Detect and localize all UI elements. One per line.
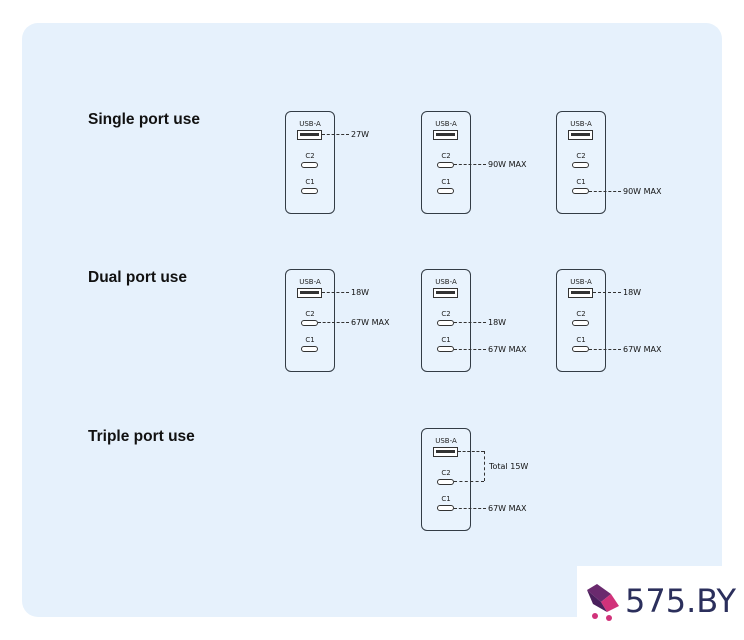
usba-port — [433, 288, 458, 298]
c1-label: C1 — [576, 336, 586, 344]
bracket-top — [458, 451, 484, 452]
leader-line — [318, 322, 349, 323]
brand-logo: 575.BY — [577, 566, 744, 640]
c2-label: C2 — [441, 310, 451, 318]
c2-label: C2 — [441, 152, 451, 160]
charger-single-2: USB-A C2 C1 — [421, 111, 471, 214]
usba-label: USB-A — [299, 120, 321, 128]
charger-dual-3: USB-A C2 C1 — [556, 269, 606, 372]
usba-label: USB-A — [570, 278, 592, 286]
leader-line — [454, 164, 486, 165]
leader-line — [454, 349, 486, 350]
c2-label: C2 — [441, 469, 451, 477]
c1-label: C1 — [441, 336, 451, 344]
usba-port — [297, 130, 322, 140]
c2-port — [572, 320, 589, 326]
usba-port — [433, 130, 458, 140]
charger-dual-2: USB-A C2 C1 — [421, 269, 471, 372]
c1-port — [437, 346, 454, 352]
watt-label: 67W MAX — [623, 345, 662, 354]
c1-port — [301, 188, 318, 194]
leader-line — [589, 191, 621, 192]
leader-line — [593, 292, 621, 293]
section-title-single: Single port use — [88, 111, 200, 128]
watt-label: 18W — [623, 288, 642, 297]
c1-label: C1 — [305, 178, 315, 186]
usba-label: USB-A — [435, 278, 457, 286]
charger-triple: USB-A C2 C1 — [421, 428, 471, 531]
c1-label: C1 — [305, 336, 315, 344]
cart-icon — [587, 584, 619, 621]
watt-label: 18W — [351, 288, 370, 297]
usba-label: USB-A — [299, 278, 321, 286]
leader-line — [322, 292, 349, 293]
c1-label: C1 — [441, 178, 451, 186]
c2-port — [301, 320, 318, 326]
c2-label: C2 — [576, 310, 586, 318]
c1-port — [572, 346, 589, 352]
c2-port — [437, 320, 454, 326]
c2-label: C2 — [305, 310, 315, 318]
c1-port — [301, 346, 318, 352]
c2-label: C2 — [305, 152, 315, 160]
section-title-triple: Triple port use — [88, 428, 195, 445]
usba-label: USB-A — [435, 120, 457, 128]
bracket-vertical — [484, 451, 485, 481]
leader-line — [322, 134, 349, 135]
watt-label: 67W MAX — [351, 318, 390, 327]
usba-port — [297, 288, 322, 298]
bracket-bottom — [454, 481, 484, 482]
c1-label: C1 — [441, 495, 451, 503]
leader-line — [454, 508, 486, 509]
watt-label: 90W MAX — [488, 160, 527, 169]
usba-port — [433, 447, 458, 457]
c2-port — [437, 162, 454, 168]
watt-label: 90W MAX — [623, 187, 662, 196]
c2-port — [437, 479, 454, 485]
c1-port — [437, 188, 454, 194]
leader-line — [589, 349, 621, 350]
c1-label: C1 — [576, 178, 586, 186]
watt-label: 18W — [488, 318, 507, 327]
charger-single-1: USB-A C2 C1 — [285, 111, 335, 214]
usba-port — [568, 130, 593, 140]
usba-port — [568, 288, 593, 298]
usba-label: USB-A — [435, 437, 457, 445]
c2-port — [301, 162, 318, 168]
watt-label: 27W — [351, 130, 370, 139]
c1-port — [437, 505, 454, 511]
watt-label: 67W MAX — [488, 504, 527, 513]
charger-dual-1: USB-A C2 C1 — [285, 269, 335, 372]
section-title-dual: Dual port use — [88, 269, 188, 286]
leader-line — [454, 322, 486, 323]
c2-label: C2 — [576, 152, 586, 160]
c2-port — [572, 162, 589, 168]
watt-label: Total 15W — [489, 462, 529, 471]
c1-port — [572, 188, 589, 194]
watt-label: 67W MAX — [488, 345, 527, 354]
brand-logo-text: 575.BY — [625, 582, 736, 620]
usba-label: USB-A — [570, 120, 592, 128]
charger-single-3: USB-A C2 C1 — [556, 111, 606, 214]
